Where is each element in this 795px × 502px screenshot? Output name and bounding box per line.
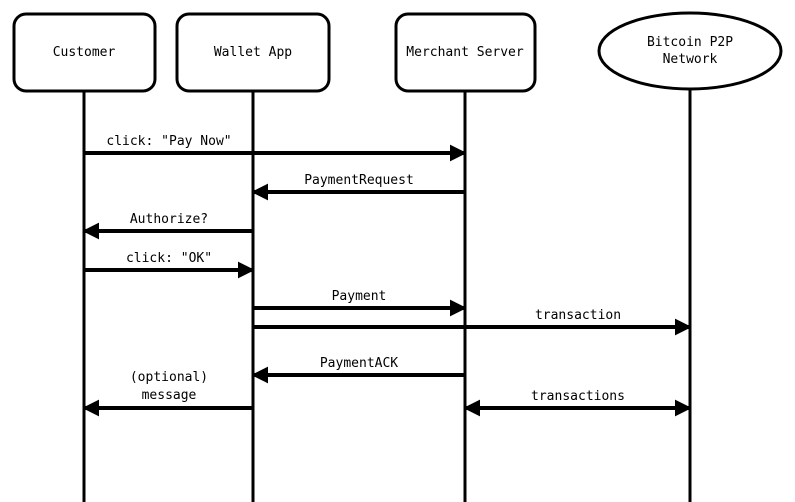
message-msg-click-ok[interactable]: click: "OK" <box>84 251 255 279</box>
participant-shape-box-customer <box>12 12 157 93</box>
participant-label-bitcoin-p2p-network: Network <box>663 52 718 67</box>
participant-label-customer: Customer <box>53 45 116 60</box>
participant-shape-box-merchant-server <box>394 12 537 93</box>
participant-wallet-app[interactable]: Wallet App <box>175 12 331 93</box>
participants-layer: Customer Wallet App Merchant Server Bitcoin… <box>12 11 783 93</box>
message-msg-payment-request[interactable]: PaymentRequest <box>251 173 465 201</box>
message-msg-transaction[interactable]: transaction <box>253 308 692 336</box>
participant-bitcoin-p2p-network[interactable]: Bitcoin P2P Network <box>597 11 783 91</box>
participant-label-bitcoin-p2p-network: Bitcoin P2P <box>647 35 733 50</box>
message-label-msg-transaction: transaction <box>535 308 621 323</box>
message-msg-payment[interactable]: Payment <box>253 289 467 317</box>
participant-label-wallet-app: Wallet App <box>214 45 292 60</box>
message-msg-click-pay-now[interactable]: click: "Pay Now" <box>84 134 467 162</box>
participant-label-merchant-server: Merchant Server <box>406 45 524 60</box>
message-msg-transactions[interactable]: transactions <box>463 389 692 417</box>
participant-shape-box-wallet-app <box>175 12 331 93</box>
participant-customer[interactable]: Customer <box>12 12 157 93</box>
message-label-msg-payment: Payment <box>332 289 387 304</box>
messages-layer: click: "Pay Now" PaymentRequestAuthorize?… <box>82 134 692 417</box>
participant-shape-ellipse-bitcoin-p2p-network <box>597 11 783 91</box>
message-label-msg-optional-message: (optional) <box>130 370 208 385</box>
message-label-msg-payment-ack: PaymentACK <box>320 356 398 371</box>
message-msg-optional-message[interactable]: (optional) message <box>82 370 253 417</box>
message-msg-payment-ack[interactable]: PaymentACK <box>251 356 465 384</box>
participant-merchant-server[interactable]: Merchant Server <box>394 12 537 93</box>
message-label-msg-click-pay-now: click: "Pay Now" <box>106 134 231 149</box>
message-msg-authorize[interactable]: Authorize? <box>82 212 253 240</box>
message-label-msg-click-ok: click: "OK" <box>126 251 212 266</box>
message-label-msg-payment-request: PaymentRequest <box>304 173 414 188</box>
message-label-msg-authorize: Authorize? <box>130 212 208 227</box>
lifelines-layer <box>82 89 692 502</box>
message-label-msg-transactions: transactions <box>531 389 625 404</box>
message-label-msg-optional-message: message <box>142 388 197 403</box>
